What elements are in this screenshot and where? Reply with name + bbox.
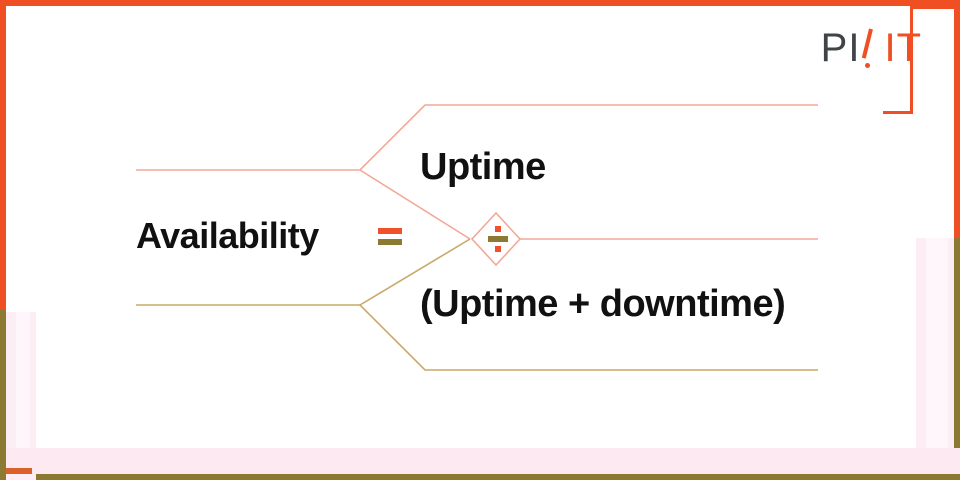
frame-accent-bottom-left — [6, 468, 32, 474]
frame-border-bottom — [0, 474, 960, 480]
wash-panel-left-inner — [16, 312, 30, 462]
frame-border-right-lower — [954, 238, 960, 480]
pivit-logo: PI IT — [821, 28, 922, 70]
label-denominator-uptime-plus-downtime: (Uptime + downtime) — [420, 283, 786, 325]
wash-panel-right-inner — [926, 238, 948, 458]
wash-panel-bottom — [6, 448, 960, 474]
frame-border-right-upper — [954, 0, 960, 240]
frame-border-top — [0, 0, 960, 6]
frame-border-left-upper — [0, 0, 6, 312]
divide-sign-icon — [488, 226, 508, 252]
logo-v-checkmark-dot-icon — [860, 28, 884, 70]
frame-accent-top-right-tick — [883, 111, 913, 114]
equals-sign-icon — [378, 228, 402, 248]
logo-text-pi: PI — [820, 26, 861, 70]
frame-accent-top-right-horizontal — [910, 6, 954, 9]
frame-border-left-lower — [0, 310, 6, 480]
frame-accent-top-right-vertical — [910, 6, 913, 114]
label-numerator-uptime: Uptime — [420, 146, 546, 188]
label-availability: Availability — [136, 215, 319, 256]
logo-text-it: IT — [884, 26, 922, 70]
